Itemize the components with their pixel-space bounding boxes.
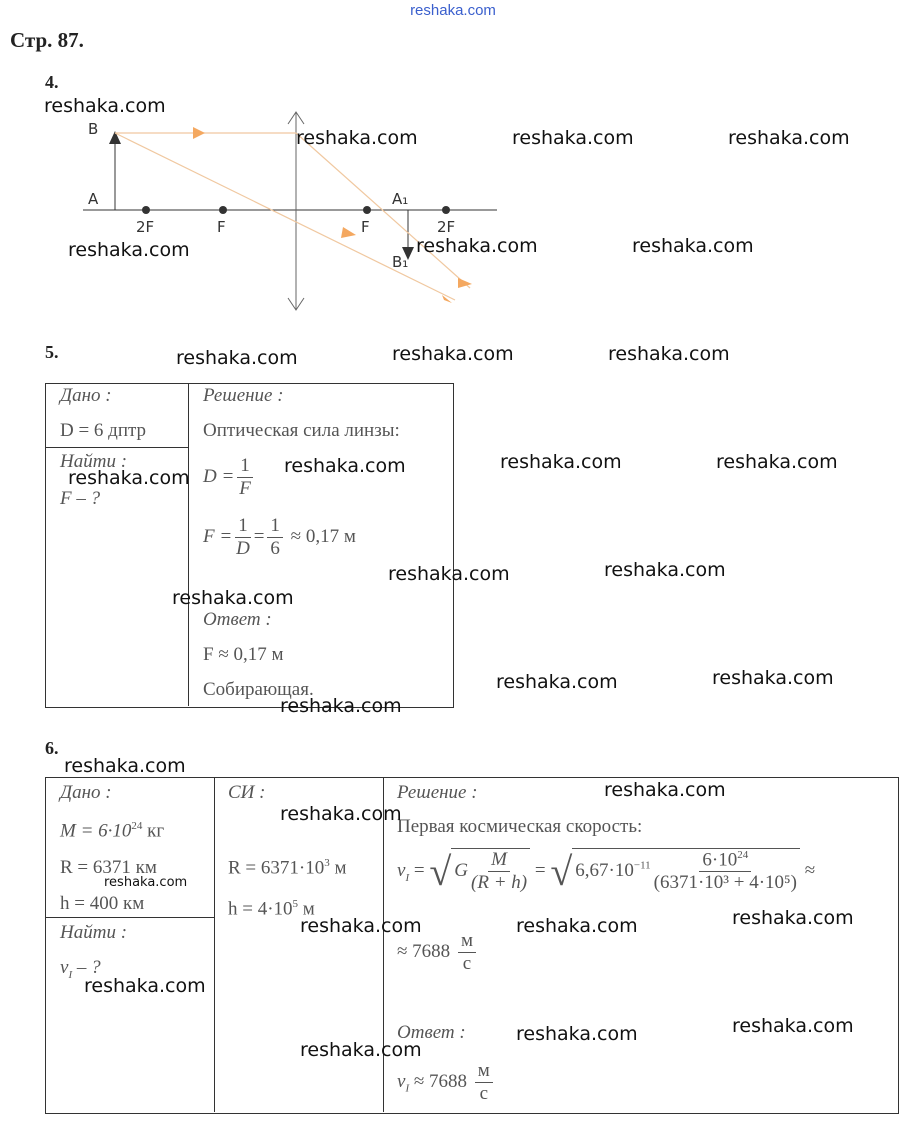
watermark: reshaka.com (172, 587, 294, 609)
watermark: reshaka.com (68, 467, 190, 489)
label-f-left: F (217, 218, 226, 236)
watermark: reshaka.com (516, 1023, 638, 1045)
solution-label: Решение : (203, 385, 284, 406)
label-a: A (88, 190, 99, 208)
solution-line: Оптическая сила линзы: (203, 420, 400, 441)
watermark: reshaka.com (176, 347, 298, 369)
watermark: reshaka.com (496, 671, 618, 693)
watermark: reshaka.com (296, 127, 418, 149)
label-b: B (88, 120, 99, 138)
si-label: СИ : (228, 782, 266, 803)
watermark: reshaka.com (280, 803, 402, 825)
watermark: reshaka.com (300, 1039, 422, 1061)
answer-type: Собирающая. (203, 679, 314, 700)
answer-label: Ответ : (397, 1022, 466, 1043)
si-height: h = 4·105 м (228, 898, 315, 920)
given-value: D = 6 дптр (60, 420, 147, 441)
problem-6-table (45, 777, 899, 1114)
answer-value: F ≈ 0,17 м (203, 644, 284, 665)
point-f-left (219, 206, 227, 214)
watermark: reshaka.com (732, 1015, 854, 1037)
rays (114, 132, 471, 301)
problem-4-number: 4. (45, 72, 59, 92)
watermark: reshaka.com (104, 875, 188, 890)
problem-5-table (45, 383, 454, 708)
problem-6-number: 6. (45, 738, 59, 758)
watermark: reshaka.com (604, 559, 726, 581)
label-2f-right: 2F (437, 218, 456, 236)
label-b1: B₁ (392, 253, 409, 271)
watermark: reshaka.com (84, 975, 206, 997)
watermark: reshaka.com (732, 907, 854, 929)
problem-5-number: 5. (45, 342, 59, 362)
label-f-right: F (361, 218, 370, 236)
find-value: vI – ? (60, 957, 101, 981)
watermark: reshaka.com (388, 563, 510, 585)
find-label: Найти : (60, 451, 128, 472)
watermark: reshaka.com (300, 915, 422, 937)
watermark: reshaka.com (416, 235, 538, 257)
watermark: reshaka.com (512, 127, 634, 149)
label-2f-left: 2F (136, 218, 155, 236)
find-value: F – ? (60, 488, 101, 509)
watermark: reshaka.com (392, 343, 514, 365)
label-a1: A₁ (392, 190, 409, 208)
find-label: Найти : (60, 922, 128, 943)
watermark: reshaka.com (608, 343, 730, 365)
watermark: reshaka.com (712, 667, 834, 689)
watermark: reshaka.com (728, 127, 850, 149)
given-label: Дано : (60, 385, 112, 406)
watermark: reshaka.com (716, 451, 838, 473)
watermark: reshaka.com (68, 239, 190, 261)
watermark: reshaka.com (500, 451, 622, 473)
site-link[interactable]: reshaka.com (410, 2, 496, 19)
si-radius: R = 6371·103 м (228, 857, 347, 879)
solution-label: Решение : (397, 782, 478, 803)
given-height: h = 400 км (60, 893, 145, 914)
watermark: reshaka.com (284, 455, 406, 477)
given-radius: R = 6371 км (60, 857, 157, 878)
watermark: reshaka.com (280, 695, 402, 717)
page-title: Стр. 87. (10, 28, 84, 52)
given-label: Дано : (60, 782, 112, 803)
solution-line: Первая космическая скорость: (397, 816, 643, 837)
lens-diagram (83, 111, 497, 311)
watermark: reshaka.com (632, 235, 754, 257)
watermark: reshaka.com (44, 95, 166, 117)
point-2f-left (142, 206, 150, 214)
watermark: reshaka.com (64, 755, 186, 777)
point-f-right (363, 206, 371, 214)
watermark: reshaka.com (604, 779, 726, 801)
point-2f-right (442, 206, 450, 214)
answer-label: Ответ : (203, 609, 272, 630)
given-mass: M = 6·1024 кг (60, 820, 165, 842)
watermark: reshaka.com (516, 915, 638, 937)
